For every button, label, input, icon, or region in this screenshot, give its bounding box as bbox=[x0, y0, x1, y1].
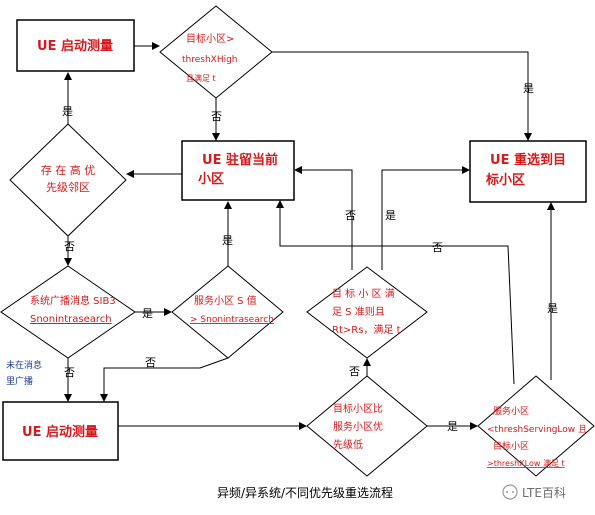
svg-text:> Snonintrasearch: > Snonintrasearch bbox=[190, 315, 274, 325]
svg-text:否: 否 bbox=[64, 366, 75, 379]
diamond-target-lower-priority: 目标小区比 服务小区优 先级低 bbox=[306, 375, 428, 477]
diamond-higher-priority-neighbor: 存 在 高 优 先级邻区 bbox=[9, 123, 127, 237]
watermark: LTE百科 bbox=[502, 484, 566, 500]
svg-text:小区: 小区 bbox=[198, 172, 224, 187]
svg-text:否: 否 bbox=[349, 365, 360, 378]
svg-text:目标小区>: 目标小区> bbox=[186, 33, 234, 45]
svg-text:是: 是 bbox=[62, 105, 73, 118]
chat-bubble-icon bbox=[502, 484, 518, 500]
svg-text:UE 重选到目: UE 重选到目 bbox=[490, 152, 566, 168]
svg-text:UE 启动测量: UE 启动测量 bbox=[22, 424, 98, 440]
svg-text:是: 是 bbox=[142, 307, 153, 320]
svg-text:否: 否 bbox=[345, 209, 356, 222]
svg-text:>threshXLow 满足 t: >threshXLow 满足 t bbox=[487, 458, 565, 468]
diamond-serving-s-value: 服务小区 S 值 > Snonintrasearch bbox=[171, 265, 284, 359]
svg-text:UE 驻留当前: UE 驻留当前 bbox=[202, 152, 278, 168]
svg-text:否: 否 bbox=[211, 110, 222, 123]
side-note-not-broadcast: 未在消息 里广播 bbox=[6, 359, 42, 387]
svg-text:是: 是 bbox=[447, 420, 458, 433]
svg-text:服务小区: 服务小区 bbox=[493, 405, 529, 417]
svg-text:否: 否 bbox=[64, 240, 75, 253]
svg-text:目 标 小 区 满: 目 标 小 区 满 bbox=[332, 288, 395, 300]
svg-text:<threshServingLow 且: <threshServingLow 且 bbox=[487, 424, 587, 435]
svg-text:Snonintrasearch: Snonintrasearch bbox=[30, 314, 112, 325]
diamond-sib3-broadcast: 系统广播消息 SIB3 Snonintrasearch bbox=[0, 265, 136, 359]
svg-text:系统广播消息 SIB3: 系统广播消息 SIB3 bbox=[30, 294, 116, 307]
svg-text:否: 否 bbox=[432, 241, 443, 254]
svg-text:目标小区: 目标小区 bbox=[493, 440, 529, 452]
svg-text:标小区: 标小区 bbox=[485, 172, 525, 188]
diagram-caption: 异频/异系统/不同优先级重选流程 bbox=[217, 485, 393, 500]
edge-labels: 是 否 是 否 是 是 否 否 否 是 否 否 是 是 bbox=[62, 82, 558, 433]
svg-text:里广播: 里广播 bbox=[6, 375, 33, 387]
start-measure-top-box: UE 启动测量 bbox=[16, 19, 135, 72]
diamond-target-s-criteria: 目 标 小 区 满 足 S 准则且 Rt>Rs，满足 t bbox=[306, 266, 428, 359]
svg-text:否: 否 bbox=[145, 356, 156, 369]
svg-text:是: 是 bbox=[385, 209, 396, 222]
svg-text:足 S 准则且: 足 S 准则且 bbox=[332, 305, 385, 318]
diamond-serving-low: 服务小区 <threshServingLow 且 目标小区 >threshXLo… bbox=[477, 375, 595, 477]
svg-text:服务小区 S 值: 服务小区 S 值 bbox=[194, 294, 257, 307]
svg-text:未在消息: 未在消息 bbox=[6, 359, 42, 371]
svg-text:是: 是 bbox=[523, 82, 534, 95]
svg-text:threshXHigh: threshXHigh bbox=[182, 55, 238, 65]
svg-text:目标小区比: 目标小区比 bbox=[333, 403, 383, 415]
svg-text:服务小区优: 服务小区优 bbox=[333, 420, 383, 433]
svg-text:存 在 高 优: 存 在 高 优 bbox=[41, 163, 96, 177]
svg-text:LTE百科: LTE百科 bbox=[522, 486, 566, 500]
diamond-thresh-xhigh: 目标小区> threshXHigh 且满足 t bbox=[159, 5, 273, 99]
camp-current-box: UE 驻留当前 小区 bbox=[181, 140, 295, 201]
svg-text:先级低: 先级低 bbox=[333, 438, 363, 451]
svg-text:是: 是 bbox=[547, 302, 558, 315]
svg-text:是: 是 bbox=[222, 234, 233, 247]
svg-text:UE 启动测量: UE 启动测量 bbox=[37, 38, 113, 54]
reselect-target-box: UE 重选到目 标小区 bbox=[469, 140, 587, 203]
start-measure-bottom-box: UE 启动测量 bbox=[2, 401, 119, 461]
svg-text:Rt>Rs，满足 t: Rt>Rs，满足 t bbox=[332, 324, 401, 336]
flow-edges bbox=[64, 42, 555, 430]
svg-text:且满足 t: 且满足 t bbox=[186, 73, 216, 83]
svg-text:先级邻区: 先级邻区 bbox=[46, 181, 90, 194]
